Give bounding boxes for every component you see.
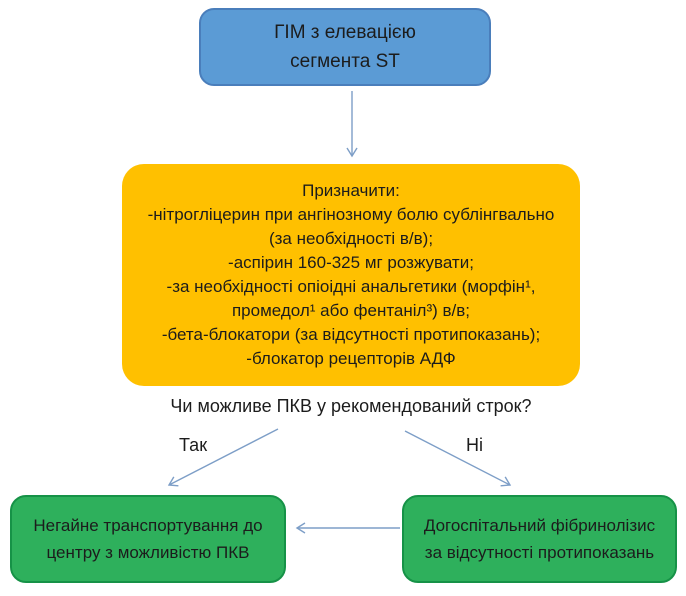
arrow-branch-no (404, 430, 512, 487)
outcome-box-transport-pci: Негайне транспортування до центру з можл… (10, 495, 286, 583)
branch-label-no: Ні (466, 435, 483, 455)
branch-label-yes: Так (179, 435, 208, 455)
decision-question: Чи можливе ПКВ у рекомендований строк? (170, 396, 532, 416)
treatment-instructions-box: Призначити: -нітрогліцерин при ангінозно… (122, 164, 580, 386)
diagnosis-title-box: ГІМ з елевацією сегмента ST (199, 8, 491, 86)
outcome-box-prehospital-fibrinolysis: Догоспітальний фібринолізис за відсутнос… (402, 495, 677, 583)
